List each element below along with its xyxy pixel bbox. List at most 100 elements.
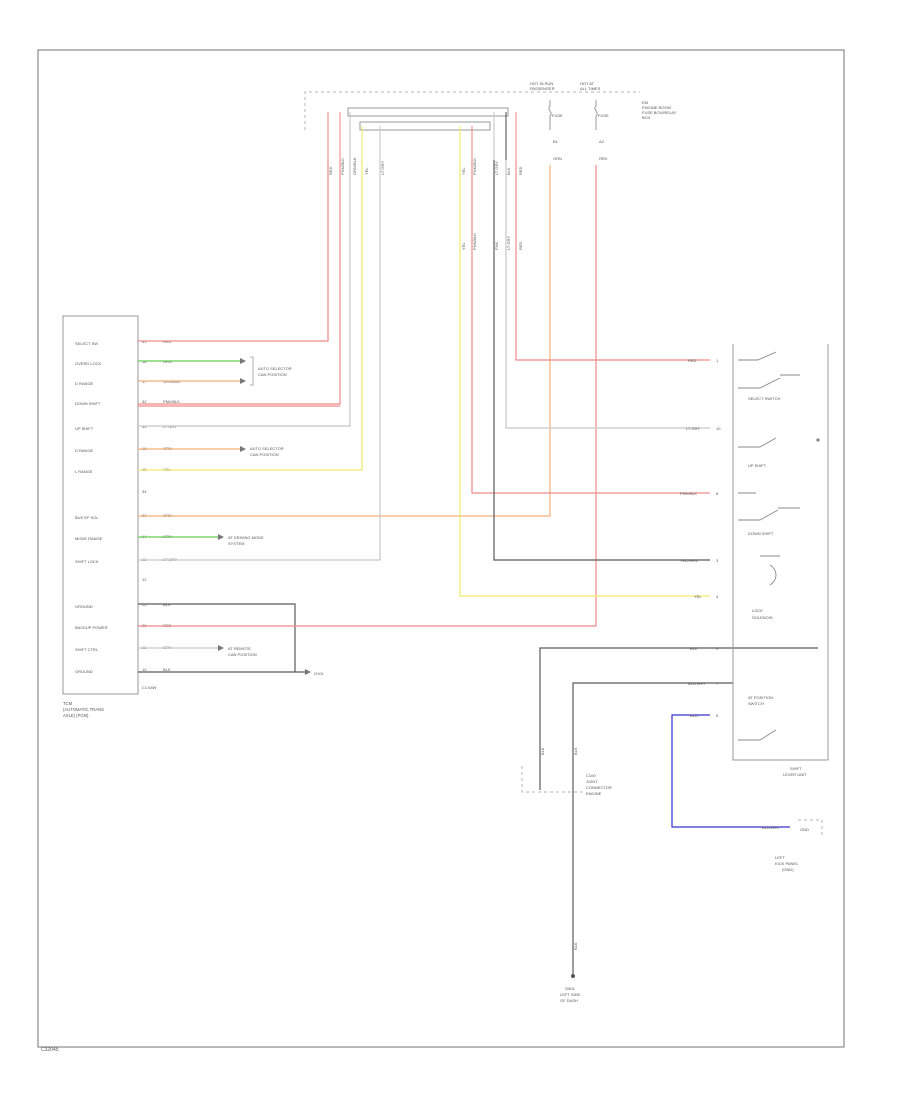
wire-color-label: YEL [461,167,466,175]
switch-icon [759,509,779,521]
wire-color-label: BLK [573,942,578,950]
note-auto-selector-2: CAN POSITION [258,372,287,377]
wire-color-label: PNK/BLK [680,491,697,496]
tcm-pin-number: 32 [142,399,147,404]
shift-wires [459,160,818,975]
kick-panel-pin: GND [800,827,809,832]
arrow-icon [218,645,224,651]
wire-ground-25 [138,603,296,672]
wire-color-label: LT GRY [380,161,385,175]
tcm-module-box [62,315,139,695]
tcm-pin-label: OVERD LOCK [75,361,102,366]
reference-arrows [218,356,311,675]
fuse-pin: A2 [599,139,605,144]
ground-desc-2: OF DASH [560,998,578,1003]
tcm-pin-label: DOWN SHIFT [75,401,101,406]
fuse-hot-in-run: HOT IN RUN [530,81,553,86]
wire-color-label: RED [518,241,523,250]
shift-pin-number: 1 [716,358,719,363]
top-connector-bar [347,107,509,117]
wire-color-label: YEL [694,594,702,599]
kick-panel-label: LEFT [775,855,785,860]
fuse-block-1: EM [642,100,648,105]
ground-label: G101 [314,671,325,676]
fuse-block-2: ENGINE ROOM [642,105,671,110]
wire-l-range [138,160,363,471]
note-auto-selector-b: AUTO SELECTOR [250,446,284,451]
wire-color-label: BLK [573,747,578,755]
fuse-block-4: BOX [642,115,651,120]
fuse-hot-at-all: HOT AT [580,81,595,86]
tcm-subtitle: (AUTOMATIC TRANS [63,707,104,712]
tcm-wires [138,160,597,673]
wire-color-label: BLK [163,667,171,672]
wire-shift-lock [138,160,381,561]
shift-solenoid: SOLENOID [752,615,773,620]
ground-point-icon [571,974,575,978]
top-wire-labels: RED PNK/BLK ORN/BLK YEL LT GRY YEL PNK/B… [328,157,523,250]
fuse-label: FUSE [598,113,609,118]
terminal-dot [816,438,820,442]
diagram-frame [37,49,845,1048]
joint-connector-id: C100 [586,773,596,778]
wire-color-label: YEL [461,242,466,250]
fuse-icon [548,100,552,130]
fuse-box-outline [304,91,640,130]
wire-color-label: BLU/WHT [762,825,781,830]
wire-color-label: RED [518,166,523,175]
wire-color-label: YEL [364,167,369,175]
tcm-pin-label: GROUND [75,669,93,674]
tcm-pin-label: SHIFT LOCK [75,559,99,564]
note-remote-2: CAN POSITION [228,652,257,657]
shift-pin-number: 4 [716,594,719,599]
arrow-icon [240,378,246,384]
fuse-hot-at-all-2: ALL TIMES [580,86,601,91]
shift-up-shift: UP SHIFT [748,463,767,468]
switch-icon [757,351,777,361]
wire-shift-ground [539,647,818,790]
shift-position-switch-2: SWITCH [748,701,764,706]
note-driving-mode: AT DRIVING MODE [228,535,264,540]
fuse-wire: ORN [553,156,562,161]
wire-color-label: LT GRY [494,161,499,175]
wire-shift-lock-a [493,160,710,561]
wire-shift-down [471,160,710,494]
arrow-icon [218,534,224,540]
tcm-pin-label: BACKUP POWER [75,625,108,630]
switch-icon [759,377,781,389]
joint-connector-label: JOINT [586,779,598,784]
fuse-block-3: FUSE BOX/RELAY [642,110,676,115]
fuses: B1 A2 ORN RED [548,100,608,161]
kick-panel-label-3: (GND) [782,867,794,872]
tcm-pin-label: SHIFT CTRL [75,647,99,652]
fuse-pin: B1 [553,139,559,144]
shift-pin-number: 3 [716,558,719,563]
shift-pin-number: 5 [716,713,719,718]
shift-pin-number: 8 [716,491,719,496]
wire-color-label: BLK/WHT [688,681,706,686]
shift-pin-labels: RED 1 LT GRY 10 PNK/BLK 8 YEL/GRN 3 YEL … [680,358,721,718]
wire-bus-ef-sol [138,165,551,517]
wire-color-label: BLK [506,167,511,175]
top-wire-stubs [327,112,517,160]
wire-color-label: RED [328,166,333,175]
note-auto-selector: AUTO SELECTOR [258,366,292,371]
wire-select-sw [138,160,329,342]
tcm-pin-label: L RANGE [75,469,93,474]
wire-shift-ground-2 [572,682,733,975]
wire-color-label: PNK [494,241,499,250]
shift-lock: LOCK [752,608,763,613]
fuse-icon [594,100,598,130]
wire-color-label: PNK/BLK [163,399,180,404]
ground-id: G501 [565,986,576,991]
kick-panel-outline [798,819,823,838]
wire-down-shift [138,160,341,405]
switch-icon [759,437,777,448]
fuse-wire: RED [599,156,608,161]
wire-color-label: YEL/GRN [680,558,698,563]
shift-down-shift: DOWN SHIFT [748,531,774,536]
shift-lever-unit-box [732,344,829,761]
solenoid-icon [769,564,777,586]
tcm-pin-numbers: 31 18 17 32 33 16 15 34 30 14 13 12 25 2… [142,339,147,672]
